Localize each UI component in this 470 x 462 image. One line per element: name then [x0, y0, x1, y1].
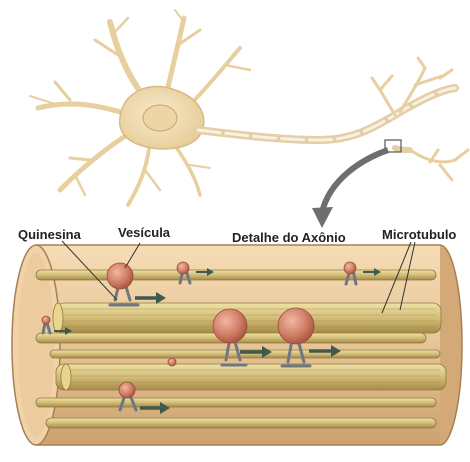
microtubule: [36, 398, 436, 407]
microtubule-label: Microtubulo: [382, 228, 456, 241]
vesicle: [107, 263, 133, 289]
neuron: [30, 10, 468, 205]
axon-detail-label: Detalhe do Axônio: [232, 231, 346, 244]
kinesin-label: Quinesina: [18, 228, 81, 241]
vesicle: [344, 262, 356, 274]
detail-pointer-arrow: [322, 150, 388, 212]
vesicle-label: Vesícula: [118, 226, 170, 239]
vesicle: [213, 309, 247, 343]
microtubule: [46, 418, 436, 428]
axon: [198, 88, 455, 140]
vesicle: [278, 308, 314, 344]
microtubule: [56, 303, 441, 333]
vesicle: [119, 382, 135, 398]
vesicle: [168, 358, 176, 366]
vesicle: [177, 262, 189, 274]
vesicle: [42, 316, 50, 324]
nucleus: [143, 105, 177, 131]
microtubule: [56, 364, 446, 390]
